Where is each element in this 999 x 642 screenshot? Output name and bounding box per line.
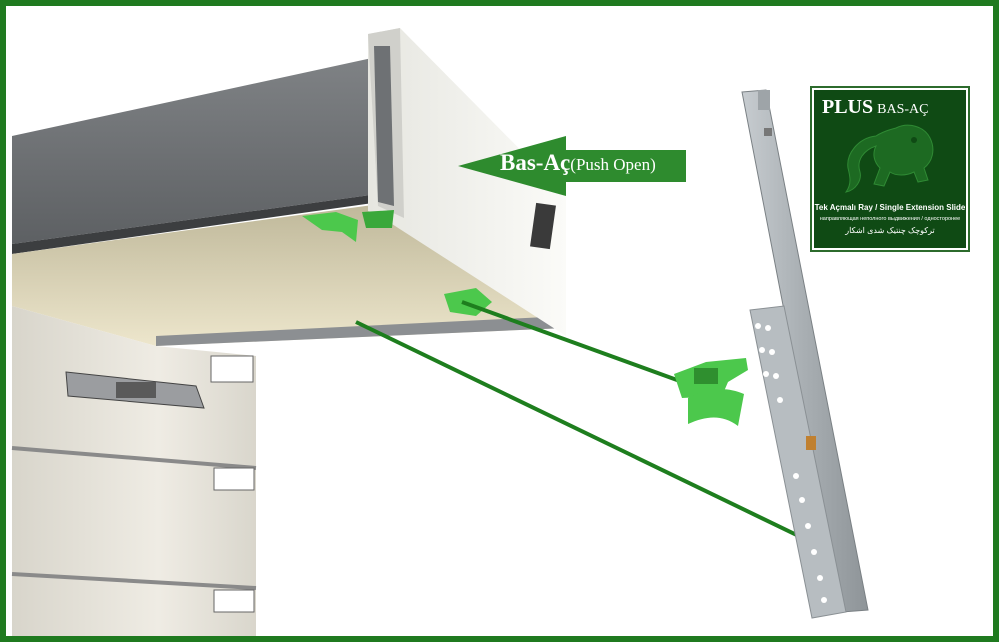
push-open-label: Bas-Aç(Push Open) — [500, 150, 656, 176]
push-open-main-label: Bas-Aç — [500, 150, 571, 175]
cabinet-body — [11, 306, 257, 636]
connector-line-lower — [355, 320, 837, 556]
push-open-arrow-icon: Bas-Aç(Push Open) — [458, 136, 690, 196]
badge-description: Tek Açmalı Ray / Single Extension Slide — [814, 203, 966, 212]
detached-clip — [674, 358, 748, 426]
push-open-sub-label: (Push Open) — [570, 155, 656, 174]
connector-line-upper — [461, 300, 689, 386]
badge-cyrillic-line: направляющая неполного выдвижения / одно… — [819, 216, 961, 222]
badge-persian-line: ترکوچک چنتیک شدی اشکار — [845, 226, 935, 235]
drawer-front-panel — [368, 28, 566, 336]
badge-brand: PLUS — [822, 96, 874, 118]
drawer-clip-upper — [302, 210, 394, 242]
drawer-rail-slide — [741, 89, 869, 619]
product-photo-scene — [11, 28, 869, 636]
lion-icon — [844, 124, 934, 193]
badge-product: BAS-AÇ — [877, 102, 929, 117]
drawer-top-panel — [12, 58, 380, 254]
